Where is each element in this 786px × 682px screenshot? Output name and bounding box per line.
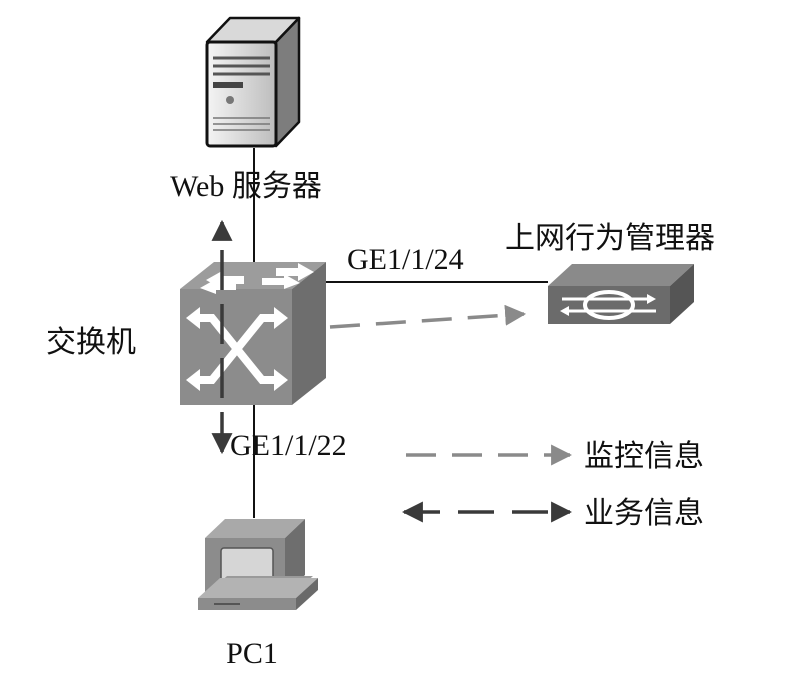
monitor-flow-arrow — [329, 304, 527, 329]
behavior-manager-label: 上网行为管理器 — [505, 221, 715, 256]
switch-icon — [180, 262, 326, 405]
server-icon — [205, 16, 301, 148]
switch-label: 交换机 — [46, 325, 136, 360]
web-server-label: Web 服务器 — [170, 170, 322, 203]
legend: 监控信息 业务信息 — [401, 439, 704, 531]
port-label-ge-1-1-22: GE1/1/22 — [230, 429, 347, 462]
port-label-ge-1-1-24: GE1/1/24 — [347, 243, 464, 276]
legend-monitor-label: 监控信息 — [584, 439, 704, 474]
network-appliance-icon — [548, 264, 694, 324]
legend-business-label: 业务信息 — [584, 496, 704, 531]
desktop-computer-icon — [198, 519, 318, 610]
pc-label: PC1 — [226, 637, 278, 670]
